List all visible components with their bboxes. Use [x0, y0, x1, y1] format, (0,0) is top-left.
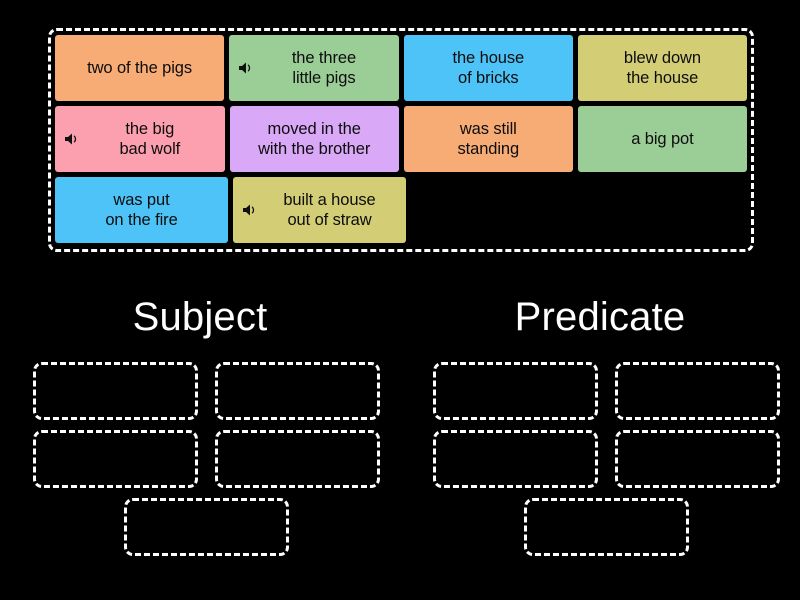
drop-slot[interactable] [124, 498, 289, 556]
draggable-tile[interactable]: was still standing [403, 106, 573, 172]
draggable-tile[interactable]: a big pot [577, 106, 747, 172]
drop-zone-group-subject [0, 358, 400, 558]
draggable-tile[interactable]: two of the pigs [55, 35, 225, 101]
drop-slot[interactable] [215, 362, 380, 420]
drop-slot[interactable] [615, 362, 780, 420]
tile-label: the big bad wolf [119, 119, 181, 158]
tile-label: the three little pigs [291, 48, 357, 87]
tile-label: was put on the fire [105, 190, 178, 229]
speaker-icon[interactable] [64, 132, 80, 146]
drop-slot[interactable] [215, 430, 380, 488]
draggable-tile[interactable]: the three little pigs [229, 35, 399, 101]
drop-slot[interactable] [33, 430, 198, 488]
tile-row: the big bad wolf moved in the with the b… [55, 106, 747, 172]
speaker-icon[interactable] [238, 61, 254, 75]
category-title-predicate: Predicate [514, 295, 686, 339]
draggable-tile[interactable]: moved in the with the brother [229, 106, 399, 172]
tile-row: was put on the fire built a house out of… [55, 177, 747, 243]
tile-label: two of the pigs [87, 58, 193, 77]
tile-label: built a house out of straw [283, 190, 376, 229]
drop-slot[interactable] [615, 430, 780, 488]
drop-zone-group-predicate [400, 358, 800, 558]
draggable-tile[interactable]: was put on the fire [55, 177, 228, 243]
tile-label: a big pot [631, 129, 694, 148]
tile-label: the house of bricks [452, 48, 525, 87]
category-title-subject: Subject [132, 295, 268, 339]
tile-tray: two of the pigs the three little pigs th… [48, 28, 754, 252]
tile-label: moved in the with the brother [258, 119, 371, 158]
tile-label: was still standing [457, 119, 520, 158]
draggable-tile[interactable]: built a house out of straw [233, 177, 406, 243]
tile-row: two of the pigs the three little pigs th… [55, 35, 747, 101]
drop-slot[interactable] [33, 362, 198, 420]
draggable-tile[interactable]: blew down the house [577, 35, 747, 101]
drop-slot[interactable] [524, 498, 689, 556]
draggable-tile[interactable]: the house of bricks [403, 35, 573, 101]
speaker-icon[interactable] [242, 203, 258, 217]
drop-slot[interactable] [433, 430, 598, 488]
tile-label: blew down the house [623, 48, 701, 87]
drop-slot[interactable] [433, 362, 598, 420]
draggable-tile[interactable]: the big bad wolf [55, 106, 225, 172]
